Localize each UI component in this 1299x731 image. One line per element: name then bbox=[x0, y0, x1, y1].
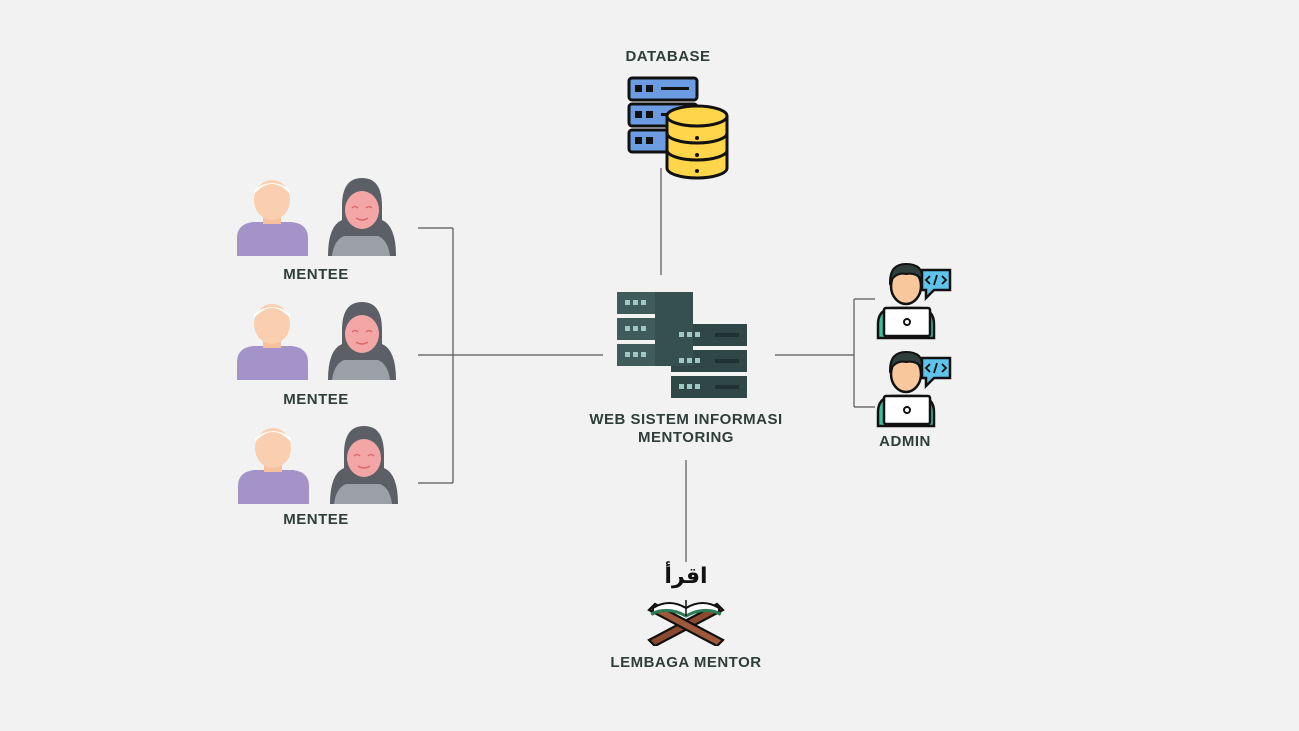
female-mentee-icon bbox=[328, 302, 396, 380]
male-mentee-icon bbox=[238, 428, 309, 504]
server-label-line2: MENTORING bbox=[638, 429, 734, 446]
admin-developer-icon bbox=[876, 262, 952, 340]
male-mentee-icon bbox=[237, 304, 308, 380]
male-mentee-icon bbox=[237, 180, 308, 256]
mentee-label-3: MENTEE bbox=[283, 511, 349, 528]
female-mentee-icon bbox=[328, 178, 396, 256]
mentee-label-1: MENTEE bbox=[283, 266, 349, 283]
mentee-label-2: MENTEE bbox=[283, 391, 349, 408]
quran-arabic-text: اقرأ bbox=[664, 564, 708, 589]
server-label: WEB SISTEM INFORMASI MENTORING bbox=[566, 411, 806, 447]
admin-developer-icon bbox=[876, 350, 952, 428]
quran-stand-icon bbox=[647, 600, 725, 646]
database-icon bbox=[627, 76, 729, 180]
server-label-line1: WEB SISTEM INFORMASI bbox=[589, 411, 783, 428]
database-label: DATABASE bbox=[625, 48, 711, 65]
web-server-icon bbox=[617, 292, 747, 398]
mentor-label: LEMBAGA MENTOR bbox=[610, 654, 762, 671]
admin-label: ADMIN bbox=[879, 433, 931, 450]
female-mentee-icon bbox=[330, 426, 398, 504]
